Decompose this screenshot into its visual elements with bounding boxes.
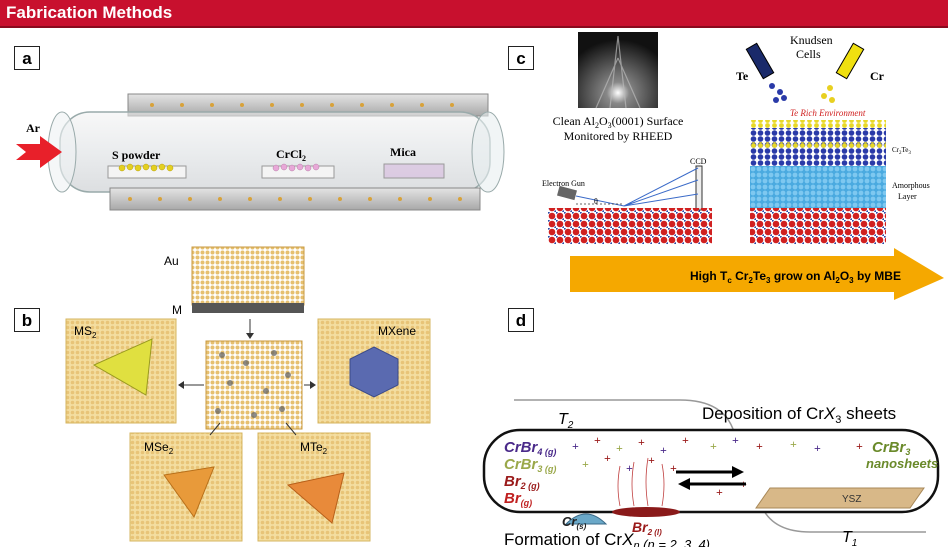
svg-text:+: + <box>582 457 589 471</box>
furnace-bottom-plate <box>109 187 481 211</box>
s-powder-grains <box>118 163 174 172</box>
te-flux <box>769 83 787 103</box>
svg-text:+: + <box>572 439 579 453</box>
svg-text:+: + <box>756 439 763 453</box>
svg-text:+: + <box>660 443 667 457</box>
svg-text:+: + <box>682 433 689 447</box>
cr-flux <box>821 85 835 103</box>
panel-label-b: b <box>14 308 40 332</box>
svg-text:+: + <box>648 453 655 467</box>
au-label: Au <box>164 254 179 268</box>
svg-text:+: + <box>616 441 623 455</box>
electron-beam <box>575 167 699 207</box>
svg-text:+: + <box>716 485 723 499</box>
vapor-lines <box>617 457 665 507</box>
page-title: Fabrication Methods <box>6 3 173 22</box>
svg-text:+: + <box>604 451 611 465</box>
svg-text:+: + <box>638 435 645 449</box>
substrate-right <box>750 208 886 244</box>
svg-text:+: + <box>814 441 821 455</box>
knudsen-label-2: Cells <box>796 47 821 61</box>
tube-end-right <box>471 111 505 193</box>
boat1-label: S powder <box>112 148 161 162</box>
panel-c-diagram: Clean Al2O3(0001) Surface Monitored by R… <box>542 32 944 300</box>
substrate-left <box>548 208 712 244</box>
mte2-triangle <box>286 472 345 524</box>
mse2-label: MSe2 <box>144 440 174 456</box>
ysz-label: YSZ <box>842 494 861 505</box>
ysz-substrate <box>755 487 925 509</box>
heater-dots <box>128 103 462 201</box>
svg-text:+: + <box>856 439 863 453</box>
egun-label: Electron Gun <box>542 179 585 188</box>
crbr3-label: CrBr3 (g) <box>504 456 556 474</box>
te-rich-label: Te Rich Environment <box>790 108 866 118</box>
te-cell <box>745 42 775 80</box>
panel-b-diagram: Au M MS2 MXene MSe2 MTe2 <box>65 246 431 542</box>
rheed-image <box>578 32 658 108</box>
cr-label: Cr <box>870 69 885 83</box>
rheed-caption-1: Clean Al2O3(0001) Surface <box>553 114 684 130</box>
center-dark-atoms <box>215 350 291 418</box>
cr-source <box>564 513 608 525</box>
svg-text:+: + <box>710 439 717 453</box>
nanosheets-label-1: CrBr3 <box>872 439 910 457</box>
t1-label: T1 <box>842 529 857 547</box>
br2-label: Br2 (g) <box>504 473 540 491</box>
au-slab <box>191 246 305 306</box>
br-label: Br(g) <box>504 490 532 508</box>
cr-cell <box>835 42 865 80</box>
ms2-triangle <box>92 338 153 396</box>
panel-label-d: d <box>508 308 534 332</box>
knudsen-label-1: Knudsen <box>790 33 833 47</box>
t2-label: T2 <box>558 411 574 431</box>
mbe-arrow-label: High Tc Cr2Te3 grow on Al2O3 by MBE <box>690 269 901 285</box>
br2-liquid-label: Br2 (l) <box>632 519 662 537</box>
crbr4-label: CrBr4 (g) <box>504 439 556 457</box>
theta-label: θ <box>594 197 598 206</box>
cr2te3-label: Cr2Te3 <box>892 146 911 156</box>
deposition-label: Deposition of CrX3 sheets <box>702 404 896 426</box>
ar-flow-arrow <box>16 136 62 168</box>
m-layer <box>192 303 304 313</box>
mxene-label: MXene <box>378 324 416 338</box>
ccd-detector <box>695 165 703 211</box>
svg-text:+: + <box>790 437 797 451</box>
mse2-substrate <box>129 432 243 542</box>
gas-label: Ar <box>26 121 41 135</box>
te-label: Te <box>736 69 749 83</box>
mica-substrate <box>383 163 445 179</box>
ms2-label: MS2 <box>74 324 97 340</box>
ccd-label: CCD <box>690 157 707 166</box>
nanosheets-label-2: nanosheets <box>866 456 938 471</box>
crcl2-grains <box>272 163 320 172</box>
cr-source-label: Cr(s) <box>562 514 587 531</box>
header-bar: Fabrication Methods <box>0 0 948 28</box>
mbe-arrow <box>570 248 944 300</box>
boat2-label: CrCl2 <box>276 147 306 163</box>
m-label: M <box>172 303 182 317</box>
amorphous-label-2: Layer <box>898 192 917 201</box>
amorphous-layer <box>750 166 886 208</box>
panel-label-a: a <box>14 46 40 70</box>
mse2-triangle <box>163 466 215 519</box>
svg-text:+: + <box>670 461 677 475</box>
svg-text:+: + <box>594 433 601 447</box>
rheed-caption-2: Monitored by RHEED <box>564 129 673 143</box>
svg-text:+: + <box>626 461 633 475</box>
mte2-label: MTe2 <box>300 440 328 456</box>
panel-d-diagram: T2 T1 Deposition of CrX3 sheets CrBr4 (g… <box>482 399 940 547</box>
electron-gun <box>557 185 577 201</box>
mxene-hexagon <box>349 346 399 398</box>
panel-label-c: c <box>508 46 534 70</box>
br2-liquid <box>612 507 680 517</box>
boat3-label: Mica <box>390 145 416 159</box>
yellow-top-layer <box>750 120 886 128</box>
svg-text:+: + <box>732 433 739 447</box>
panel-a-diagram: Ar S powder CrCl2 Mica <box>16 93 505 211</box>
amorphous-label-1: Amorphous <box>892 181 930 190</box>
formation-label: Formation of CrXn (n = 2, 3, 4) <box>504 530 710 547</box>
